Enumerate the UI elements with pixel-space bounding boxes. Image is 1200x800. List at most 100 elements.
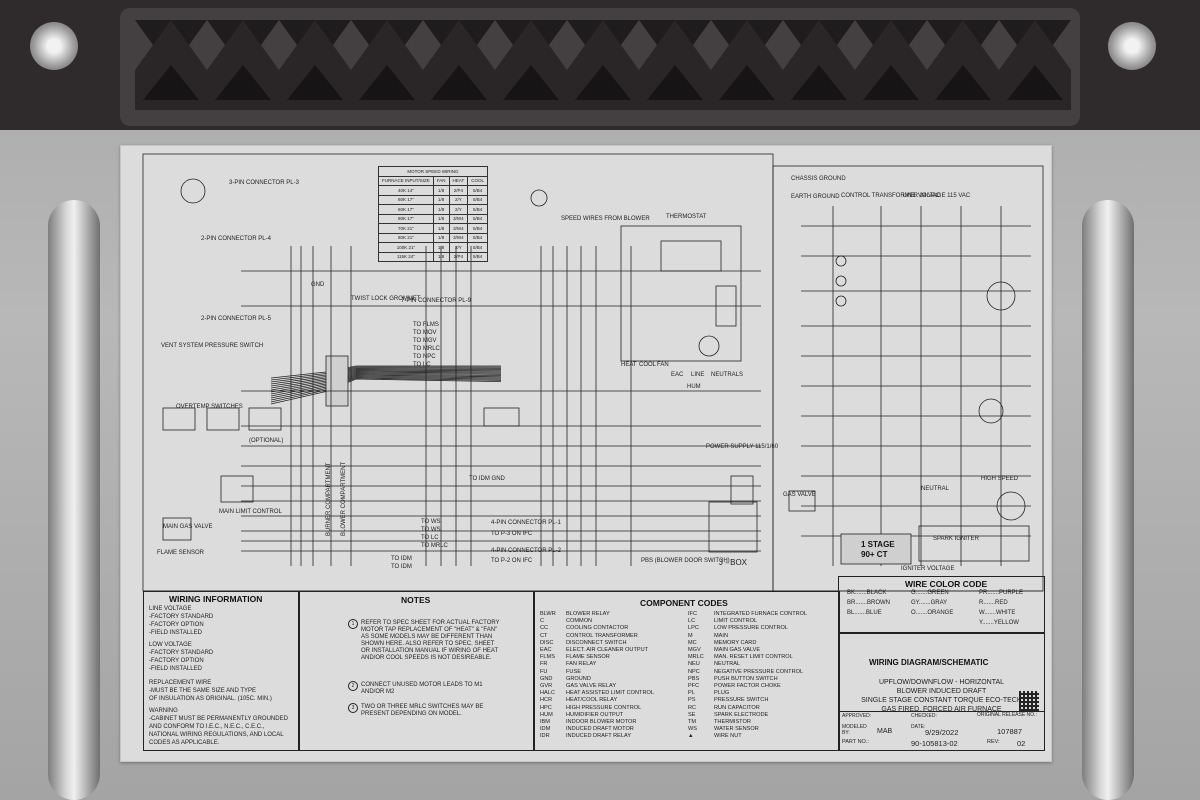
msw-cell: 5/B4	[467, 204, 488, 215]
schematic-line	[248, 407, 282, 431]
schematic-line	[483, 407, 520, 427]
speed-wires-label: SPEED WIRES FROM BLOWER	[561, 216, 650, 222]
msw-cell: 1/8	[432, 194, 450, 205]
component-code: NPC	[688, 668, 700, 675]
schematic-line	[835, 255, 847, 267]
component-description: INDOOR BLOWER MOTOR	[566, 719, 637, 725]
replacement-text: -MUST BE THE SAME SIZE AND TYPE	[149, 688, 257, 694]
msw-cell: 60K 17"	[378, 204, 434, 215]
component-description: FAN RELAY	[566, 661, 597, 668]
schematic-line	[620, 225, 742, 362]
msw-cell: 70K 21"	[378, 223, 434, 234]
component-description: MEMORY CARD	[714, 639, 757, 646]
msw-cell: 3/W4	[448, 213, 469, 224]
wire-color-entry: Y.......YELLOW	[979, 620, 1019, 626]
replacement-text: OF INSULATION AS ORIGINAL. (105C. MIN.)	[149, 696, 272, 702]
right-screw-icon	[1108, 22, 1156, 70]
component-description: SPARK ELECTRODE	[714, 711, 769, 718]
schematic-line	[772, 165, 1044, 592]
msw-cell: 80K 21"	[378, 232, 434, 243]
qr-code-icon	[1019, 691, 1039, 711]
note-text: TWO OR THREE MRLC SWITCHES MAY BE PRESEN…	[361, 704, 484, 717]
diagram-title: WIRING DIAGRAM/SCHEMATIC	[869, 658, 989, 667]
msw-cell: 3/W4	[448, 223, 469, 234]
schematic-line	[180, 178, 206, 204]
msw-cell: 2/Y	[448, 204, 469, 215]
schematic-line	[162, 407, 196, 431]
msw-cell: 1/8	[432, 251, 450, 262]
title-line: GAS FIRED, FORCED AIR FURNACE	[881, 706, 1002, 713]
component-description: WIRE NUT	[714, 733, 742, 740]
note-text: REFER TO SPEC SHEET FOR ACTUAL FACTORY M…	[361, 620, 500, 661]
component-description: NEUTRAL	[714, 661, 741, 668]
msw-cell: 5/B4	[467, 251, 488, 262]
msw-cell: 5/B4	[467, 242, 488, 253]
eac-terminal-label: EAC	[671, 372, 684, 378]
legend-item: -FIELD INSTALLED	[149, 666, 202, 672]
component-description: NEGATIVE PRESSURE CONTROL	[714, 668, 804, 675]
date-label: DATE:	[911, 724, 926, 730]
component-description: MAN. RESET LIMIT CONTROL	[714, 654, 793, 661]
heat-terminal-label: HEAT	[621, 362, 637, 368]
msw-col: FURNACE INPUT/SIZE	[378, 175, 434, 186]
modeled-by-label: MODELED BY:	[842, 724, 867, 736]
schematic-line	[840, 533, 912, 565]
schematic-line	[730, 475, 754, 505]
msw-cell: 5/B4	[467, 194, 488, 205]
msw-cell: 2/Y	[448, 194, 469, 205]
component-description: THERMISTOR	[714, 719, 751, 725]
chassis-ground-label: CHASSIS GROUND	[791, 176, 846, 182]
component-code: FU	[540, 668, 548, 675]
component-code: GND	[540, 675, 553, 682]
component-description: PUSH BUTTON SWITCH	[714, 675, 778, 682]
schematic-line	[325, 355, 349, 407]
component-description: POWER FACTOR CHOKE	[714, 683, 781, 689]
warning-text: NATIONAL WIRING REGULATIONS, AND LOCAL	[149, 732, 284, 738]
wire-color-entry: BL.......BLUE	[847, 610, 882, 616]
thermostat-label: THERMOSTAT	[666, 214, 707, 220]
wire-color-entry: GY.......GRAY	[911, 600, 948, 606]
component-code: HALC	[540, 690, 555, 697]
wire-label: TO IDM	[391, 564, 412, 570]
legend-item: -FACTORY OPTION	[149, 658, 204, 664]
ct-label: 90+ CT	[861, 550, 888, 559]
wire-color-entry: O.......ORANGE	[911, 610, 954, 616]
fan-terminal-label: FAN	[657, 362, 669, 368]
component-code: CC	[540, 625, 549, 632]
j-box-label: J - BOX	[719, 558, 748, 567]
component-code: MGV	[688, 647, 701, 653]
component-description: FUSE	[566, 668, 581, 675]
component-description: MAIN	[714, 632, 728, 639]
schematic-line	[708, 501, 758, 553]
title-line: BLOWER INDUCED DRAFT	[896, 688, 987, 695]
wire-label: TO WS	[421, 527, 441, 533]
replacement-title: REPLACEMENT WIRE	[149, 680, 212, 686]
component-description: MAIN GAS VALVE	[714, 647, 761, 653]
component-description: PRESSURE SWITCH	[714, 697, 769, 704]
component-code-row: MGV MAIN GAS VALVE	[688, 647, 760, 654]
rev-label: REV:	[987, 739, 1000, 745]
left-screw-icon	[30, 22, 78, 70]
wire-label: TO MGV	[413, 338, 437, 344]
component-description: LIMIT CONTROL	[714, 618, 758, 625]
spark-igniter-label: SPARK IGNITER	[933, 536, 979, 542]
wire-label: TO MRLC	[421, 543, 448, 549]
msw-cell: 2/P4	[448, 251, 469, 262]
component-description: INTEGRATED FURNACE CONTROL	[714, 611, 808, 617]
low-voltage-heading: LOW VOLTAGE	[149, 642, 192, 648]
msw-cell: 60K 17"	[378, 194, 434, 205]
wire-label: TO NPC	[413, 354, 436, 360]
